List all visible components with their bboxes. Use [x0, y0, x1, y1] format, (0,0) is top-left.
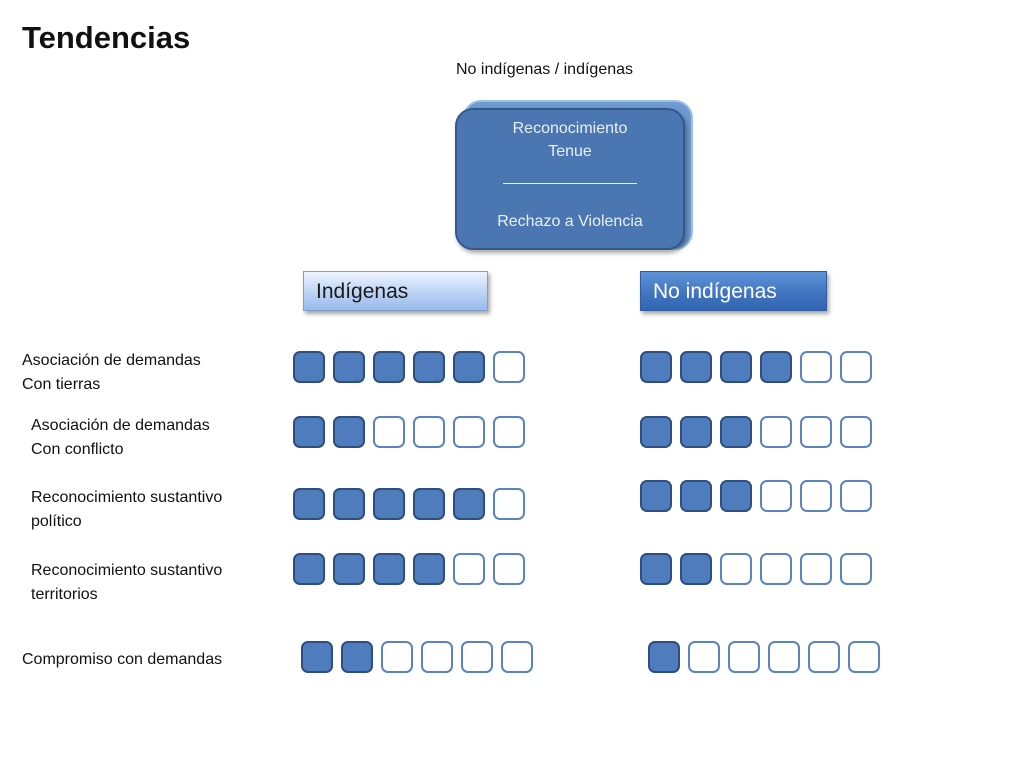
- empty-rating-square: [728, 641, 760, 673]
- filled-rating-square: [760, 351, 792, 383]
- empty-rating-square: [493, 553, 525, 585]
- filled-rating-square: [640, 553, 672, 585]
- filled-rating-square: [720, 351, 752, 383]
- empty-rating-square: [421, 641, 453, 673]
- empty-rating-square: [808, 641, 840, 673]
- filled-rating-square: [293, 488, 325, 520]
- filled-rating-square: [680, 553, 712, 585]
- filled-rating-square: [301, 641, 333, 673]
- filled-rating-square: [373, 488, 405, 520]
- filled-rating-square: [293, 416, 325, 448]
- filled-rating-square: [640, 480, 672, 512]
- empty-rating-square: [840, 480, 872, 512]
- row-label-line: Asociación de demandas: [22, 352, 201, 369]
- filled-rating-square: [293, 351, 325, 383]
- filled-rating-square: [680, 351, 712, 383]
- filled-rating-square: [341, 641, 373, 673]
- filled-rating-square: [720, 416, 752, 448]
- row-label-line: Con conflicto: [31, 441, 124, 458]
- center-stacked-box: Reconocimiento Tenue _______________ Rec…: [453, 100, 693, 250]
- empty-rating-square: [501, 641, 533, 673]
- center-box-line-2: Tenue: [548, 143, 592, 160]
- row-label-line: Reconocimiento sustantivo: [31, 562, 223, 579]
- filled-rating-square: [333, 488, 365, 520]
- filled-rating-square: [453, 488, 485, 520]
- row-label-line: territorios: [31, 586, 98, 603]
- filled-rating-square: [680, 480, 712, 512]
- empty-rating-square: [840, 553, 872, 585]
- row-label-territorios: Reconocimiento sustantivo territorios: [31, 559, 222, 607]
- empty-rating-square: [848, 641, 880, 673]
- filled-rating-square: [413, 488, 445, 520]
- empty-rating-square: [493, 416, 525, 448]
- empty-rating-square: [760, 480, 792, 512]
- filled-rating-square: [413, 351, 445, 383]
- empty-rating-square: [720, 553, 752, 585]
- filled-rating-square: [333, 351, 365, 383]
- row-label-conflicto: Asociación de demandas Con conflicto: [31, 414, 210, 462]
- empty-rating-square: [461, 641, 493, 673]
- group-header-no-indigenas: No indígenas: [640, 271, 827, 311]
- empty-rating-square: [493, 488, 525, 520]
- filled-rating-square: [640, 351, 672, 383]
- page-title: Tendencias: [22, 20, 191, 55]
- center-box-front-layer: Reconocimiento Tenue _______________ Rec…: [455, 108, 685, 250]
- empty-rating-square: [768, 641, 800, 673]
- row-label-tierras: Asociación de demandas Con tierras: [22, 349, 201, 397]
- center-box-line-4: Rechazo a Violencia: [497, 213, 643, 230]
- row-label-line: Compromiso con demandas: [22, 651, 223, 668]
- filled-rating-square: [720, 480, 752, 512]
- filled-rating-square: [333, 416, 365, 448]
- row-label-line: Con tierras: [22, 376, 101, 393]
- filled-rating-square: [333, 553, 365, 585]
- filled-rating-square: [373, 553, 405, 585]
- empty-rating-square: [760, 416, 792, 448]
- empty-rating-square: [840, 416, 872, 448]
- empty-rating-square: [800, 416, 832, 448]
- row-label-line: Reconocimiento sustantivo: [31, 489, 223, 506]
- center-box-separator: _______________: [503, 168, 637, 185]
- subtitle: No indígenas / indígenas: [456, 61, 634, 78]
- row-label-compromiso: Compromiso con demandas: [22, 648, 222, 672]
- empty-rating-square: [453, 553, 485, 585]
- group-header-indigenas: Indígenas: [303, 271, 488, 311]
- filled-rating-square: [640, 416, 672, 448]
- filled-rating-square: [453, 351, 485, 383]
- empty-rating-square: [381, 641, 413, 673]
- center-box-line-1: Reconocimiento: [512, 120, 628, 137]
- filled-rating-square: [373, 351, 405, 383]
- filled-rating-square: [413, 553, 445, 585]
- row-label-line: Asociación de demandas: [31, 417, 210, 434]
- empty-rating-square: [688, 641, 720, 673]
- filled-rating-square: [293, 553, 325, 585]
- filled-rating-square: [680, 416, 712, 448]
- empty-rating-square: [840, 351, 872, 383]
- empty-rating-square: [373, 416, 405, 448]
- row-label-politico: Reconocimiento sustantivo político: [31, 486, 222, 534]
- empty-rating-square: [800, 480, 832, 512]
- empty-rating-square: [453, 416, 485, 448]
- row-label-line: político: [31, 513, 82, 530]
- filled-rating-square: [648, 641, 680, 673]
- empty-rating-square: [800, 553, 832, 585]
- empty-rating-square: [760, 553, 792, 585]
- empty-rating-square: [413, 416, 445, 448]
- empty-rating-square: [493, 351, 525, 383]
- empty-rating-square: [800, 351, 832, 383]
